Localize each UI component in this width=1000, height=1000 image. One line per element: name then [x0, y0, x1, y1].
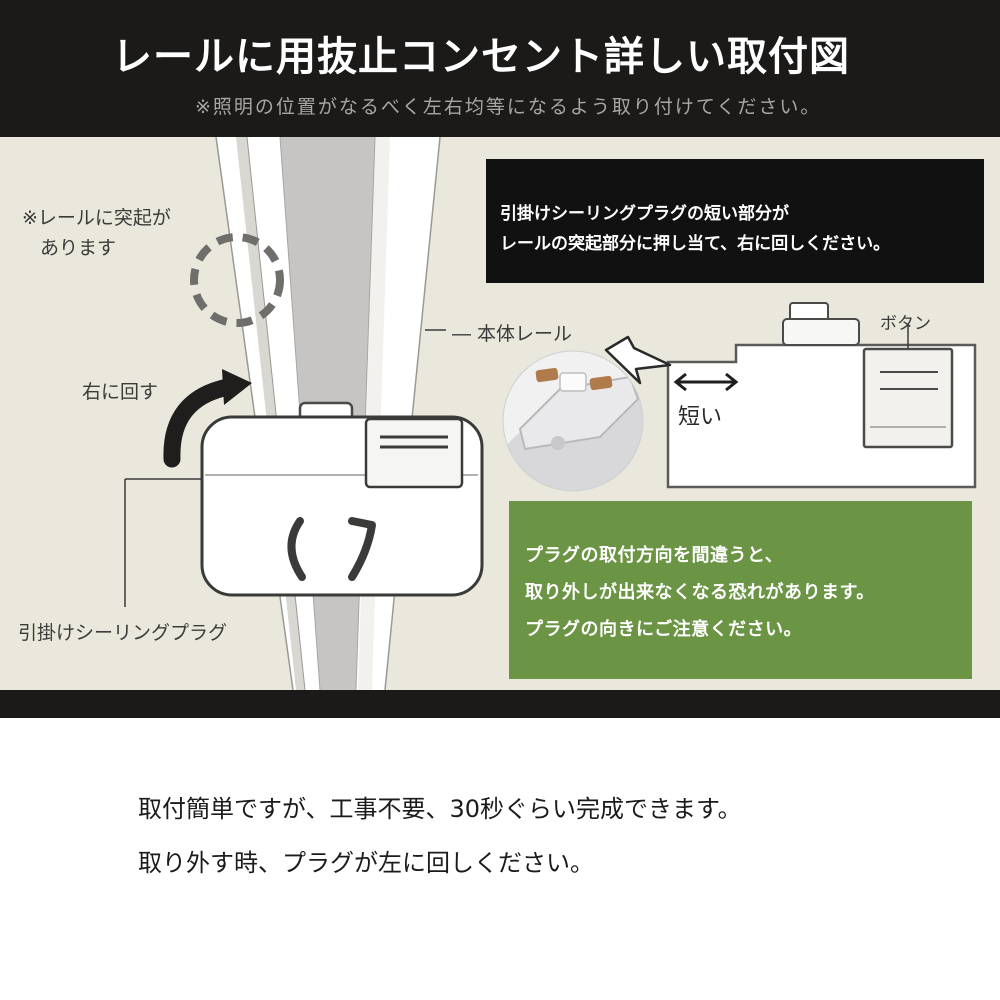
warning-box: プラグの取付方向を間違うと、 取り外しが出来なくなる恐れがあります。 プラグの向… [509, 501, 972, 679]
rail-bump-note: ※レールに突起が あります [22, 207, 171, 259]
installation-diagram [124, 137, 977, 690]
ceiling-plug-label: 引掛けシーリングプラグ [18, 622, 228, 644]
turn-right-label: 右に回す [82, 381, 159, 403]
header-bar: レールに用抜止コンセント詳しい取付図 ※照明の位置がなるべく左右均等になるよう取… [0, 0, 1000, 137]
diagram-panel: ※レールに突起が あります ― 本体レール 右に回す 引掛けシーリングプラグ ボ… [0, 137, 1000, 690]
footer-line-1: 取付簡単ですが、工事不要、30秒ぐらい完成できます。 [138, 795, 742, 823]
button-label: ボタン [880, 314, 931, 334]
footer-line-2: 取り外す時、プラグが左に回しください。 [138, 849, 594, 877]
divider-bar [0, 690, 1000, 718]
rail-bump-indicator-icon [190, 233, 284, 327]
instruction-box: 引掛けシーリングプラグの短い部分が レールの突起部分に押し当て、右に回しください… [486, 159, 984, 283]
turn-right-arrow-icon [163, 378, 237, 468]
plug-photo [503, 351, 643, 491]
footer-text: 取付簡単ですが、工事不要、30秒ぐらい完成できます。 取り外す時、プラグが左に回… [138, 782, 958, 890]
page-title: レールに用抜止コンセント詳しい取付図 [112, 34, 850, 80]
ceiling-plug-illustration [200, 401, 484, 597]
adapter-side-view [666, 302, 977, 489]
short-part-label: 短い [678, 405, 723, 430]
turn-right-arrowhead-icon [222, 369, 252, 405]
pointer-arrow-icon [604, 335, 672, 385]
page-subtitle: ※照明の位置がなるべく左右均等になるよう取り付けてください。 [195, 96, 822, 118]
rail-label: ― 本体レール [452, 323, 573, 345]
